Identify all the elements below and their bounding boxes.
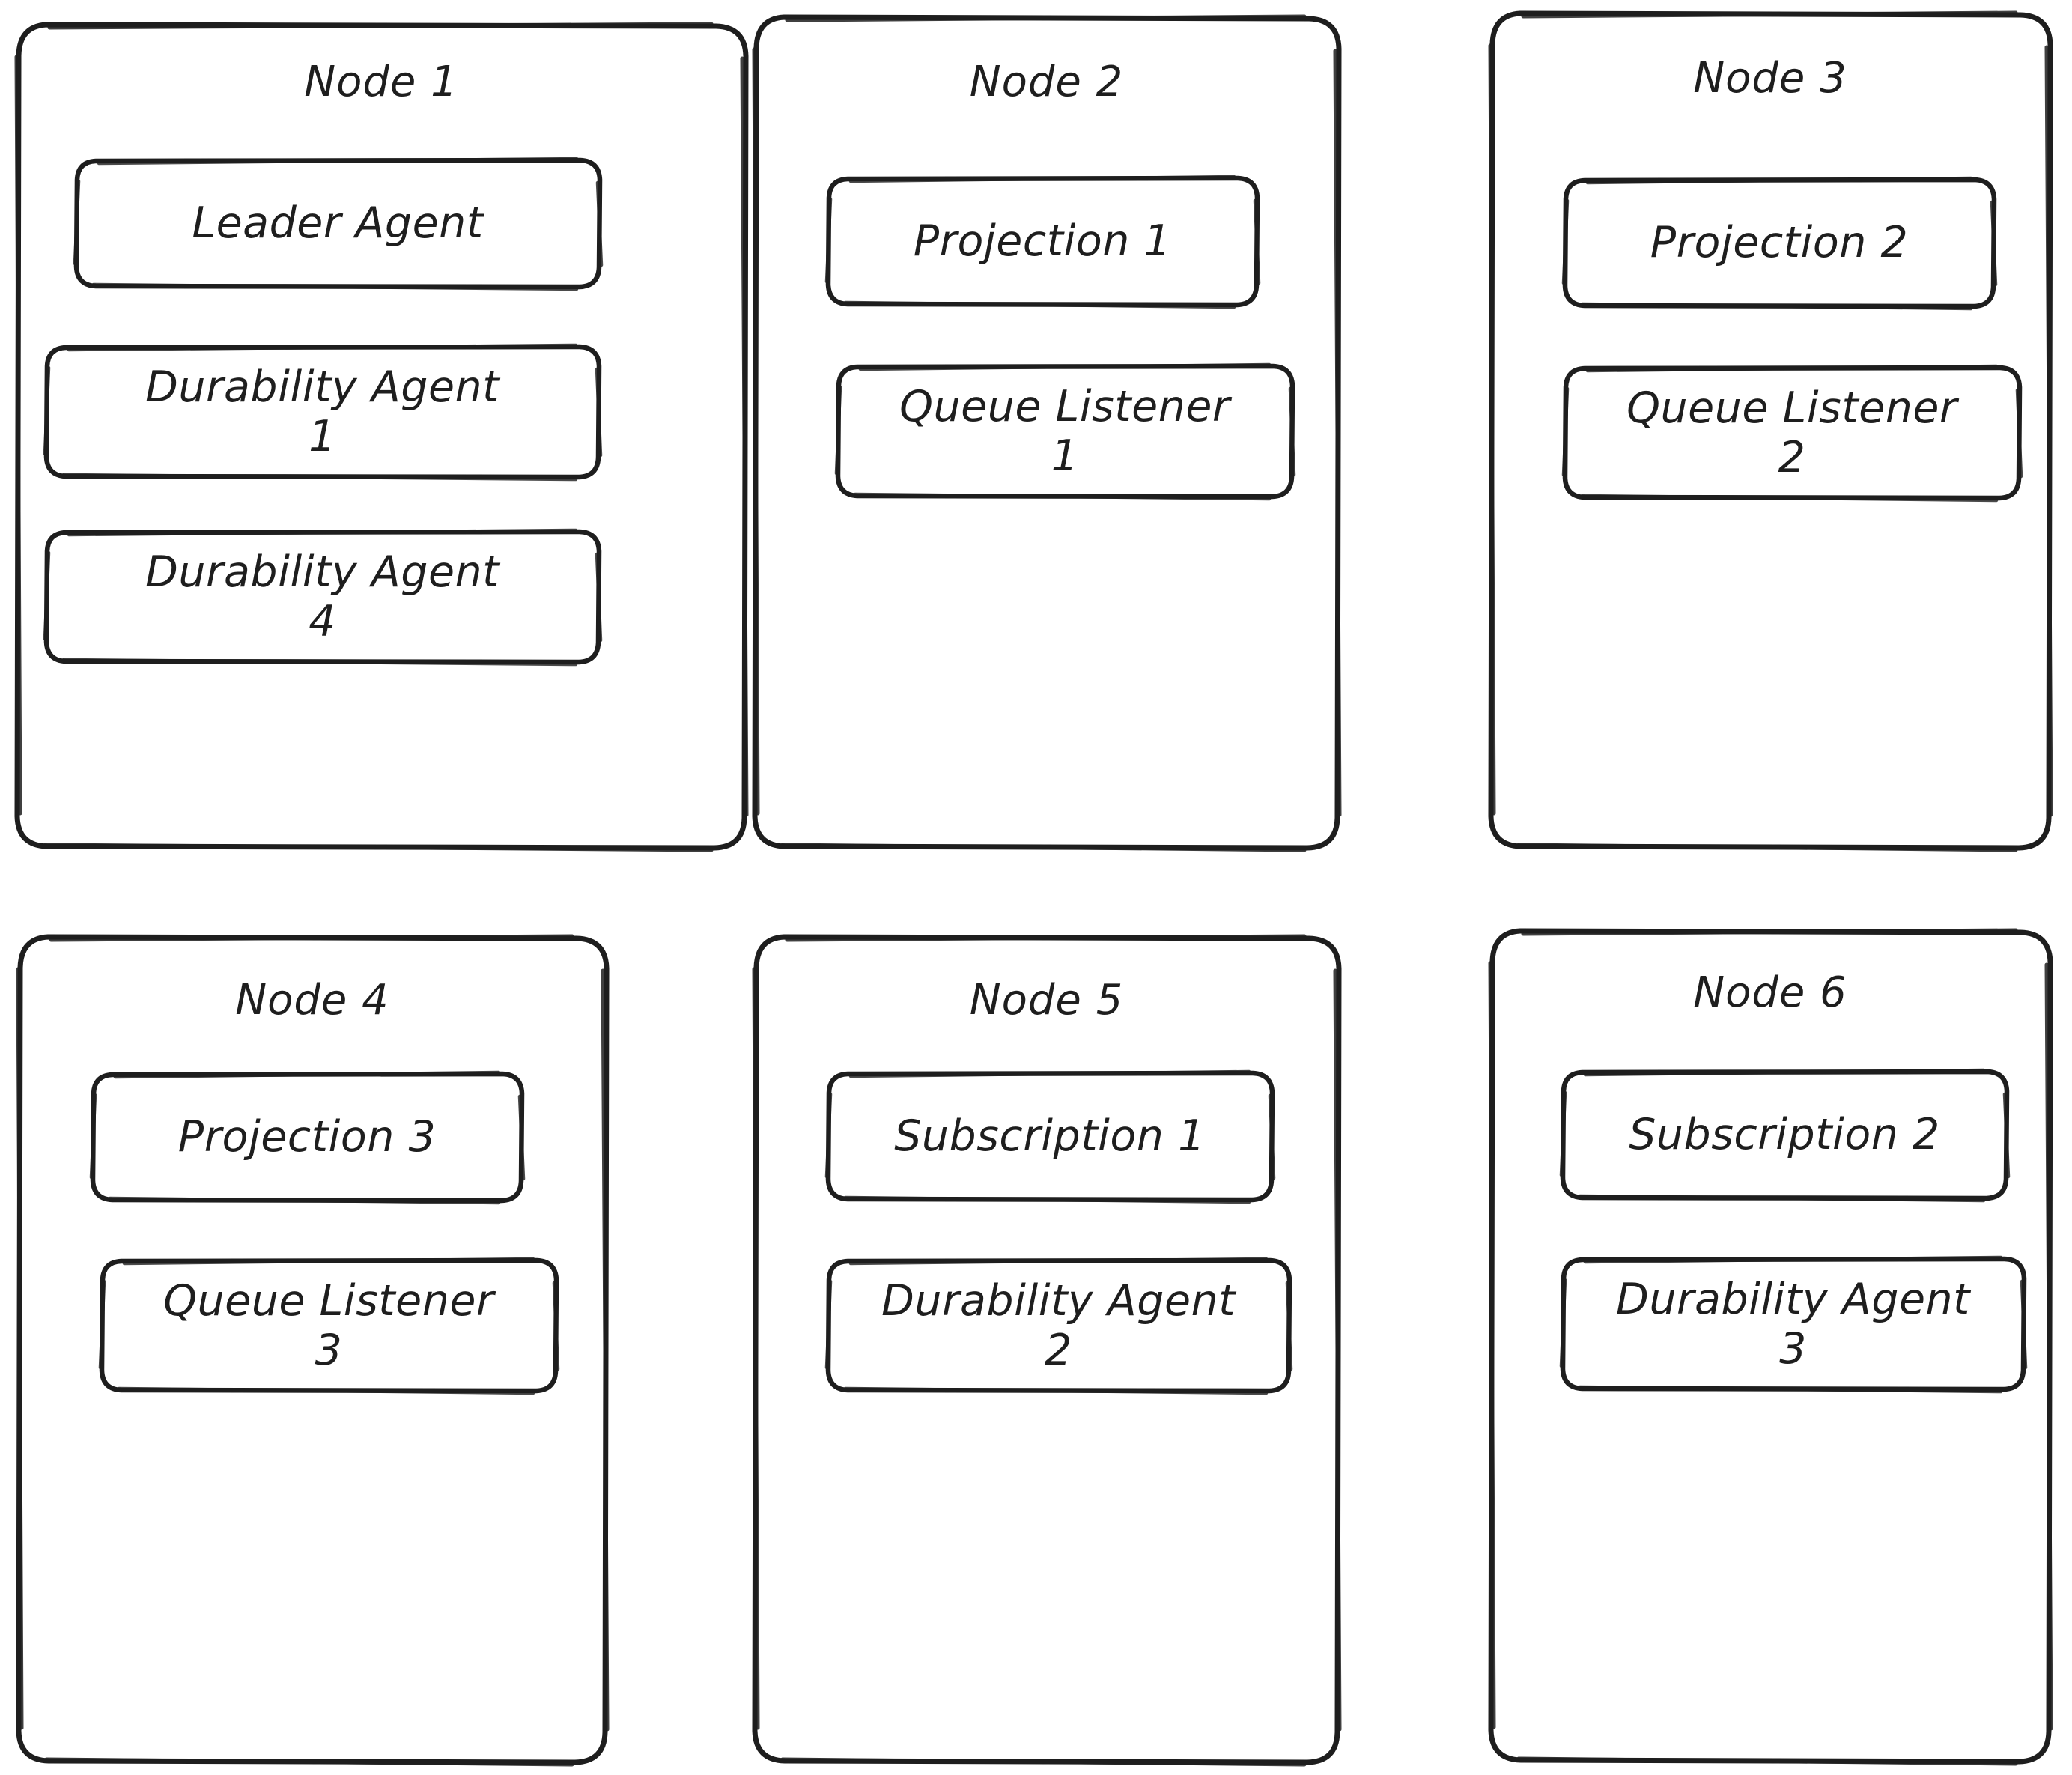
service-label: Durability Agent 4 [145,547,499,646]
service-label: Durability Agent 1 [145,362,499,461]
node-container-1[interactable]: Node 1 Leader Agent Durability Agent 1 D… [14,22,749,852]
service-box-subscription-2[interactable]: Subscription 2 [1559,1068,2011,1203]
service-label: Subscription 2 [1629,1110,1940,1160]
service-box-projection-3[interactable]: Projection 3 [89,1070,526,1205]
service-box-queue-listener-2[interactable]: Queue Listener 2 [1561,364,2023,503]
service-label: Queue Listener 2 [1626,383,1957,482]
service-box-queue-listener-3[interactable]: Queue Listener 3 [98,1257,560,1395]
service-label: Subscription 1 [894,1111,1206,1162]
node-container-3[interactable]: Node 3 Projection 2 Queue Listener 2 [1488,10,2053,852]
node-3-title: Node 3 [1693,54,1847,103]
node-container-4[interactable]: Node 4 Projection 3 Queue Listener 3 [16,934,610,1767]
service-box-subscription-1[interactable]: Subscription 1 [824,1069,1276,1204]
service-label: Queue Listener 3 [163,1275,494,1375]
service-label: Durability Agent 2 [881,1275,1236,1375]
service-box-durability-agent-4[interactable]: Durability Agent 4 [43,528,603,667]
node-container-5[interactable]: Node 5 Subscription 1 Durability Agent 2 [752,934,1342,1767]
node-1-title: Node 1 [304,58,458,106]
node-container-2[interactable]: Node 2 Projection 1 Queue Listener 1 [752,14,1342,852]
node-2-title: Node 2 [969,58,1124,106]
node-4-title: Node 4 [235,976,389,1025]
service-box-projection-2[interactable]: Projection 2 [1561,176,1998,311]
service-label: Durability Agent 3 [1616,1274,1970,1374]
service-label: Queue Listener 1 [899,381,1230,481]
service-label: Projection 3 [177,1112,437,1162]
node-5-title: Node 5 [969,976,1124,1025]
service-box-durability-agent-1[interactable]: Durability Agent 1 [43,343,603,482]
service-box-durability-agent-2[interactable]: Durability Agent 2 [824,1257,1293,1395]
service-label: Leader Agent [192,198,484,249]
service-box-durability-agent-3[interactable]: Durability Agent 3 [1559,1255,2028,1394]
service-box-queue-listener-1[interactable]: Queue Listener 1 [834,362,1296,501]
service-label: Projection 2 [1650,218,1909,268]
service-label: Projection 1 [913,216,1172,267]
service-box-leader-agent[interactable]: Leader Agent [73,157,604,291]
service-box-projection-1[interactable]: Projection 1 [824,175,1261,309]
node-6-title: Node 6 [1693,968,1847,1017]
node-container-6[interactable]: Node 6 Subscription 2 Durability Agent 3 [1488,928,2053,1766]
